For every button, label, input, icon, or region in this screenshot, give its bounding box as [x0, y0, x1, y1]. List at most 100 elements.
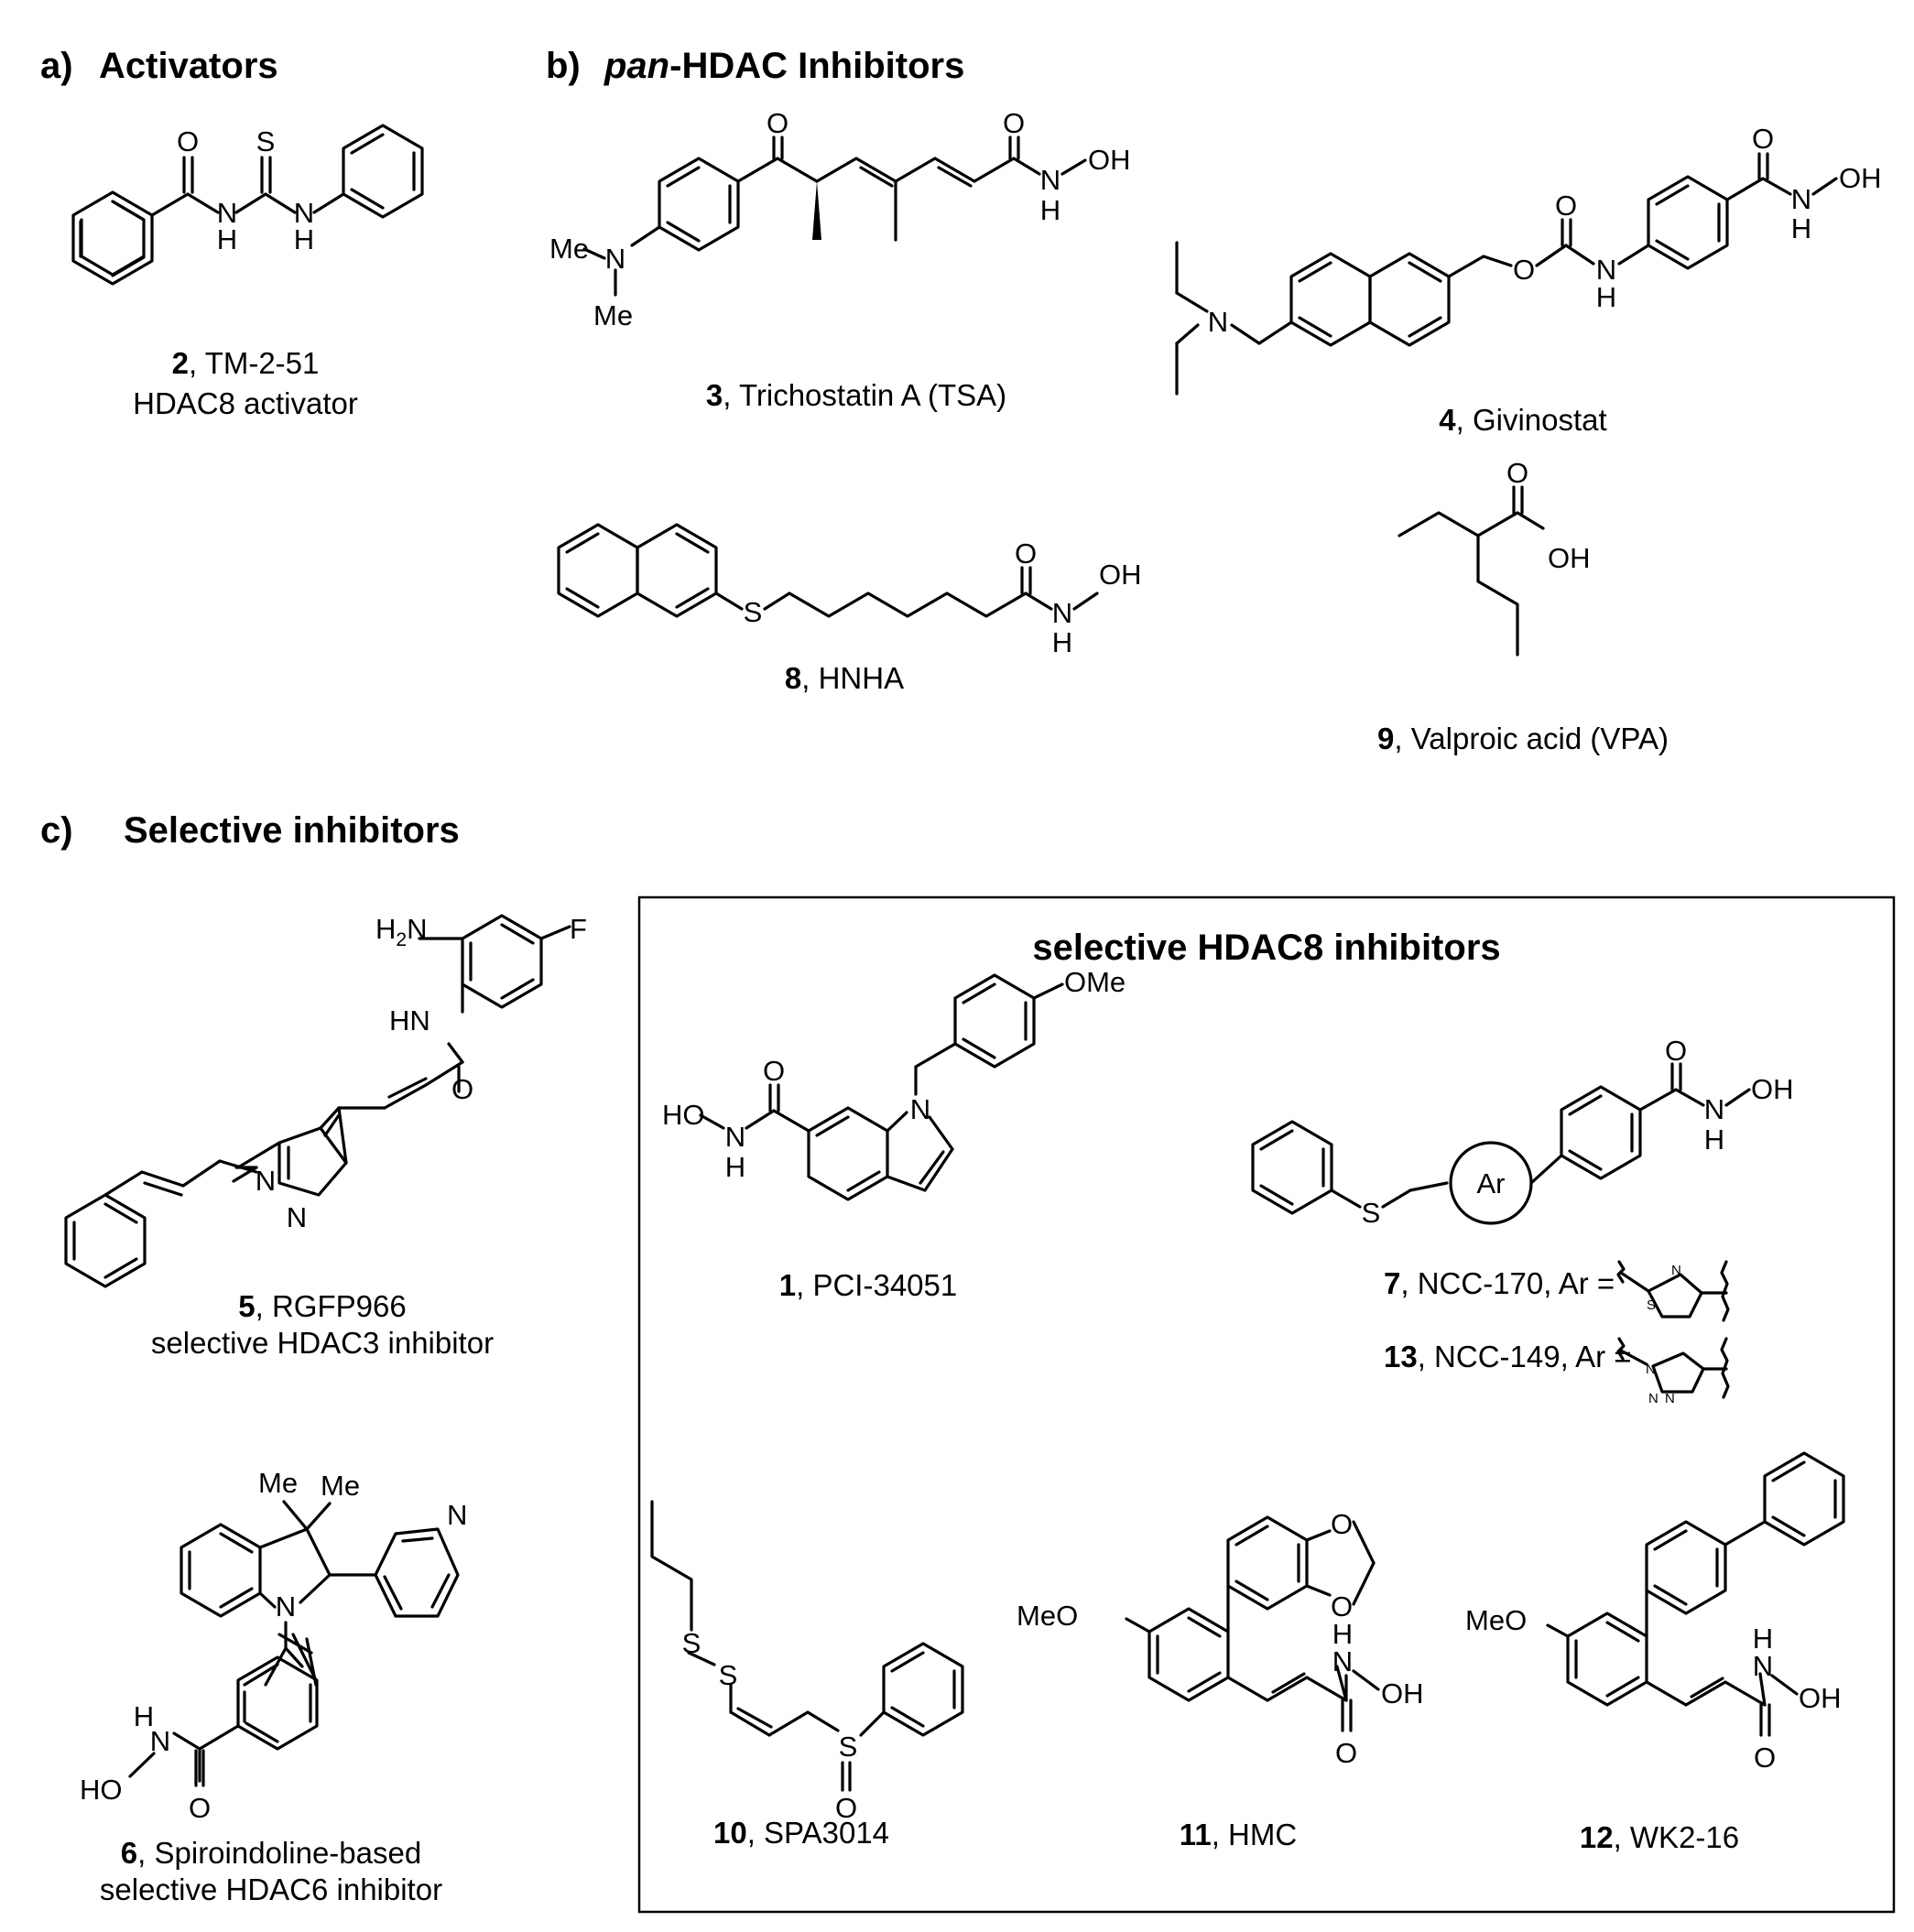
svg-text:H: H [725, 1151, 745, 1183]
caption-compound-11: 11, HMC [1180, 1818, 1297, 1851]
structure-compound-4: N O O N H O N H OH [1175, 123, 1882, 396]
section-b-title-rest: -HDAC Inhibitors [669, 46, 964, 86]
svg-text:O: O [1752, 123, 1774, 155]
structure-compound-8: S O N H OH [557, 523, 1142, 658]
svg-text:H: H [1596, 281, 1616, 313]
svg-text:HO: HO [80, 1774, 123, 1806]
svg-text:N: N [1704, 1093, 1724, 1125]
svg-text:S: S [744, 596, 763, 628]
caption-compound-7: 7, NCC-170, Ar = [1384, 1266, 1615, 1300]
svg-text:H2N: H2N [375, 913, 427, 950]
caption-compound-3: 3, Trichostatin A (TSA) [706, 378, 1006, 412]
svg-text:S: S [682, 1627, 701, 1659]
caption-compound-1: 1, PCI-34051 [779, 1268, 957, 1302]
section-c-tag: c) [40, 810, 73, 851]
structure-compound-12: MeO H N OH O [1465, 1451, 1845, 1774]
svg-text:N: N [1052, 597, 1072, 629]
svg-text:O: O [835, 1792, 857, 1824]
structure-compound-3: O O N H OH N Me Me [549, 107, 1131, 331]
section-b-title-italic: pan [604, 46, 669, 86]
svg-text:O: O [767, 107, 788, 139]
caption-compound-5-line2: selective HDAC3 inhibitor [151, 1326, 494, 1360]
section-a-title: Activators [99, 46, 278, 86]
svg-text:O: O [763, 1055, 785, 1087]
svg-text:O: O [1513, 254, 1535, 286]
svg-text:N: N [1208, 306, 1228, 338]
svg-text:MeO: MeO [1017, 1600, 1078, 1632]
svg-text:N: N [725, 1121, 745, 1153]
svg-text:N: N [1648, 1391, 1658, 1406]
svg-text:OH: OH [1751, 1073, 1794, 1105]
svg-text:HN: HN [389, 1004, 430, 1037]
section-b-title: pan-HDAC Inhibitors [604, 46, 964, 86]
svg-text:N: N [294, 197, 314, 229]
svg-text:O: O [1506, 457, 1528, 489]
svg-text:OH: OH [1088, 144, 1131, 176]
structure-compound-11: MeO O O H N OH O [1017, 1508, 1424, 1769]
svg-text:N: N [1040, 164, 1060, 196]
svg-text:S: S [256, 125, 276, 157]
svg-text:OH: OH [1381, 1677, 1424, 1709]
svg-text:H: H [1704, 1123, 1724, 1156]
svg-text:O: O [1015, 537, 1037, 570]
svg-text:Me: Me [549, 233, 589, 265]
caption-compound-2: 2, TM-2-51 [172, 346, 320, 380]
caption-compound-2-line2: HDAC8 activator [133, 386, 358, 420]
caption-compound-6-line2: selective HDAC6 inhibitor [100, 1872, 442, 1906]
svg-text:N: N [1665, 1391, 1675, 1406]
structure-compound-5: H2N F HN O N N [64, 913, 587, 1288]
svg-text:H: H [1052, 626, 1072, 658]
caption-compound-12: 12, WK2-16 [1580, 1820, 1739, 1854]
svg-text:N: N [150, 1725, 170, 1757]
svg-text:H: H [217, 223, 237, 255]
svg-text:H: H [294, 223, 314, 255]
svg-text:O: O [177, 125, 199, 157]
svg-text:H: H [1753, 1623, 1773, 1655]
svg-text:Me: Me [258, 1467, 298, 1499]
svg-text:H: H [1332, 1618, 1353, 1650]
section-a-tag: a) [40, 46, 73, 86]
svg-text:O: O [1331, 1590, 1353, 1623]
svg-text:HO: HO [662, 1099, 705, 1131]
svg-text:OH: OH [1839, 162, 1882, 194]
svg-text:N: N [1646, 1362, 1656, 1377]
caption-compound-9: 9, Valproic acid (VPA) [1377, 722, 1669, 755]
svg-text:S: S [1647, 1297, 1656, 1313]
hdac8-box [637, 895, 1896, 1914]
svg-text:Ar: Ar [1477, 1167, 1506, 1199]
svg-text:Me: Me [593, 299, 633, 331]
svg-text:O: O [189, 1792, 211, 1824]
svg-text:H: H [1791, 212, 1811, 244]
svg-text:OH: OH [1099, 559, 1142, 591]
hdac8-box-title: selective HDAC8 inhibitors [1032, 928, 1500, 968]
svg-text:MeO: MeO [1465, 1604, 1527, 1636]
svg-text:N: N [910, 1093, 930, 1125]
section-b-tag: b) [546, 46, 581, 86]
structure-compound-2: O S N H N H [71, 124, 424, 286]
caption-compound-13: 13, NCC-149, Ar = [1384, 1340, 1632, 1373]
svg-text:N: N [256, 1165, 276, 1197]
caption-compound-10: 10, SPA3014 [713, 1816, 889, 1850]
svg-text:H: H [1040, 194, 1060, 226]
caption-compound-4: 4, Givinostat [1439, 403, 1606, 437]
caption-compound-6: 6, Spiroindoline-based [121, 1836, 421, 1870]
svg-text:N: N [447, 1499, 467, 1531]
svg-text:N: N [1596, 254, 1616, 286]
svg-text:N: N [1332, 1645, 1353, 1677]
svg-text:N: N [276, 1590, 296, 1623]
svg-text:H: H [134, 1700, 154, 1732]
structure-compound-7: S Ar O N H OH [1251, 1035, 1794, 1229]
svg-text:N: N [1791, 183, 1811, 215]
svg-text:N: N [1671, 1263, 1681, 1278]
caption-compound-5: 5, RGFP966 [238, 1289, 406, 1323]
svg-text:O: O [1331, 1508, 1353, 1540]
triazole-ar-fragment: N N N [1616, 1337, 1730, 1406]
svg-text:N: N [217, 197, 237, 229]
caption-compound-8: 8, HNHA [785, 661, 904, 695]
svg-text:S: S [1362, 1197, 1381, 1229]
structure-compound-10: S S S O [650, 1500, 964, 1824]
svg-text:O: O [1335, 1737, 1357, 1769]
svg-text:Me: Me [321, 1470, 360, 1502]
thiazole-ar-fragment: N S [1616, 1260, 1730, 1322]
svg-text:O: O [1754, 1742, 1776, 1774]
